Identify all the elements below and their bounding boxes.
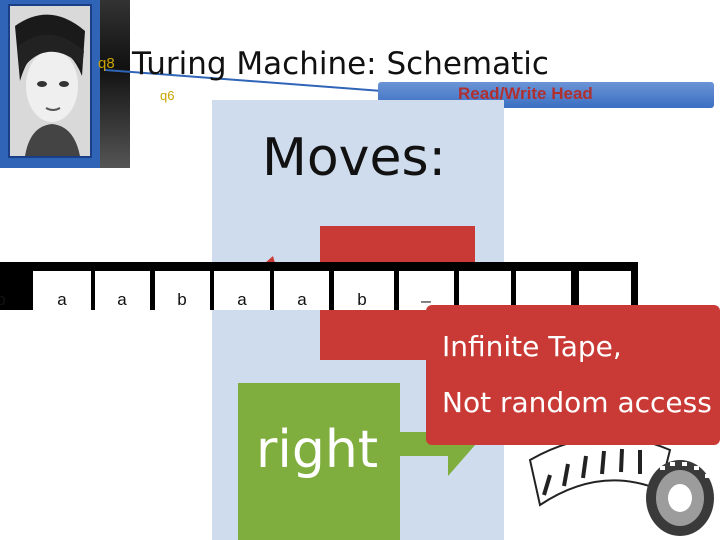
tape-cell <box>334 271 394 310</box>
tape-symbol: a <box>57 290 67 309</box>
tape-symbol: b <box>357 290 367 309</box>
tape-cell <box>516 271 571 310</box>
state-label-q8: q8 <box>98 55 115 72</box>
tape: b a a b a a b _ <box>0 262 638 310</box>
tape-cell <box>459 271 511 310</box>
right-move-box <box>238 383 400 540</box>
tape-cell <box>33 271 91 310</box>
page-title: Turing Machine: Schematic <box>132 46 549 82</box>
tape-cell <box>579 271 631 310</box>
tape-cell <box>95 271 150 310</box>
portrait-icon <box>10 6 90 156</box>
tape-cell <box>274 271 329 310</box>
info-callout <box>426 305 720 445</box>
tape-cell <box>399 271 454 310</box>
tape-cell <box>214 271 270 310</box>
tape-symbol: b <box>0 290 6 309</box>
tape-symbol: a <box>117 290 127 309</box>
photo-background-strip <box>100 0 130 168</box>
tape-symbol: _ <box>421 284 431 303</box>
info-line-infinite-tape: Infinite Tape, <box>442 330 622 363</box>
tape-symbol: b <box>177 290 187 309</box>
tape-roll-icon <box>528 436 714 536</box>
state-label-q6: q6 <box>160 88 175 103</box>
tape-symbol: a <box>297 290 307 309</box>
right-move-label: right <box>256 420 379 480</box>
person-portrait-photo <box>8 4 92 158</box>
tape-symbol: a <box>237 290 247 309</box>
tape-cell <box>155 271 210 310</box>
info-line-not-random-access: Not random access <box>442 386 712 419</box>
read-write-head-label: Read/Write Head <box>458 84 593 103</box>
moves-heading: Moves: <box>262 128 447 188</box>
